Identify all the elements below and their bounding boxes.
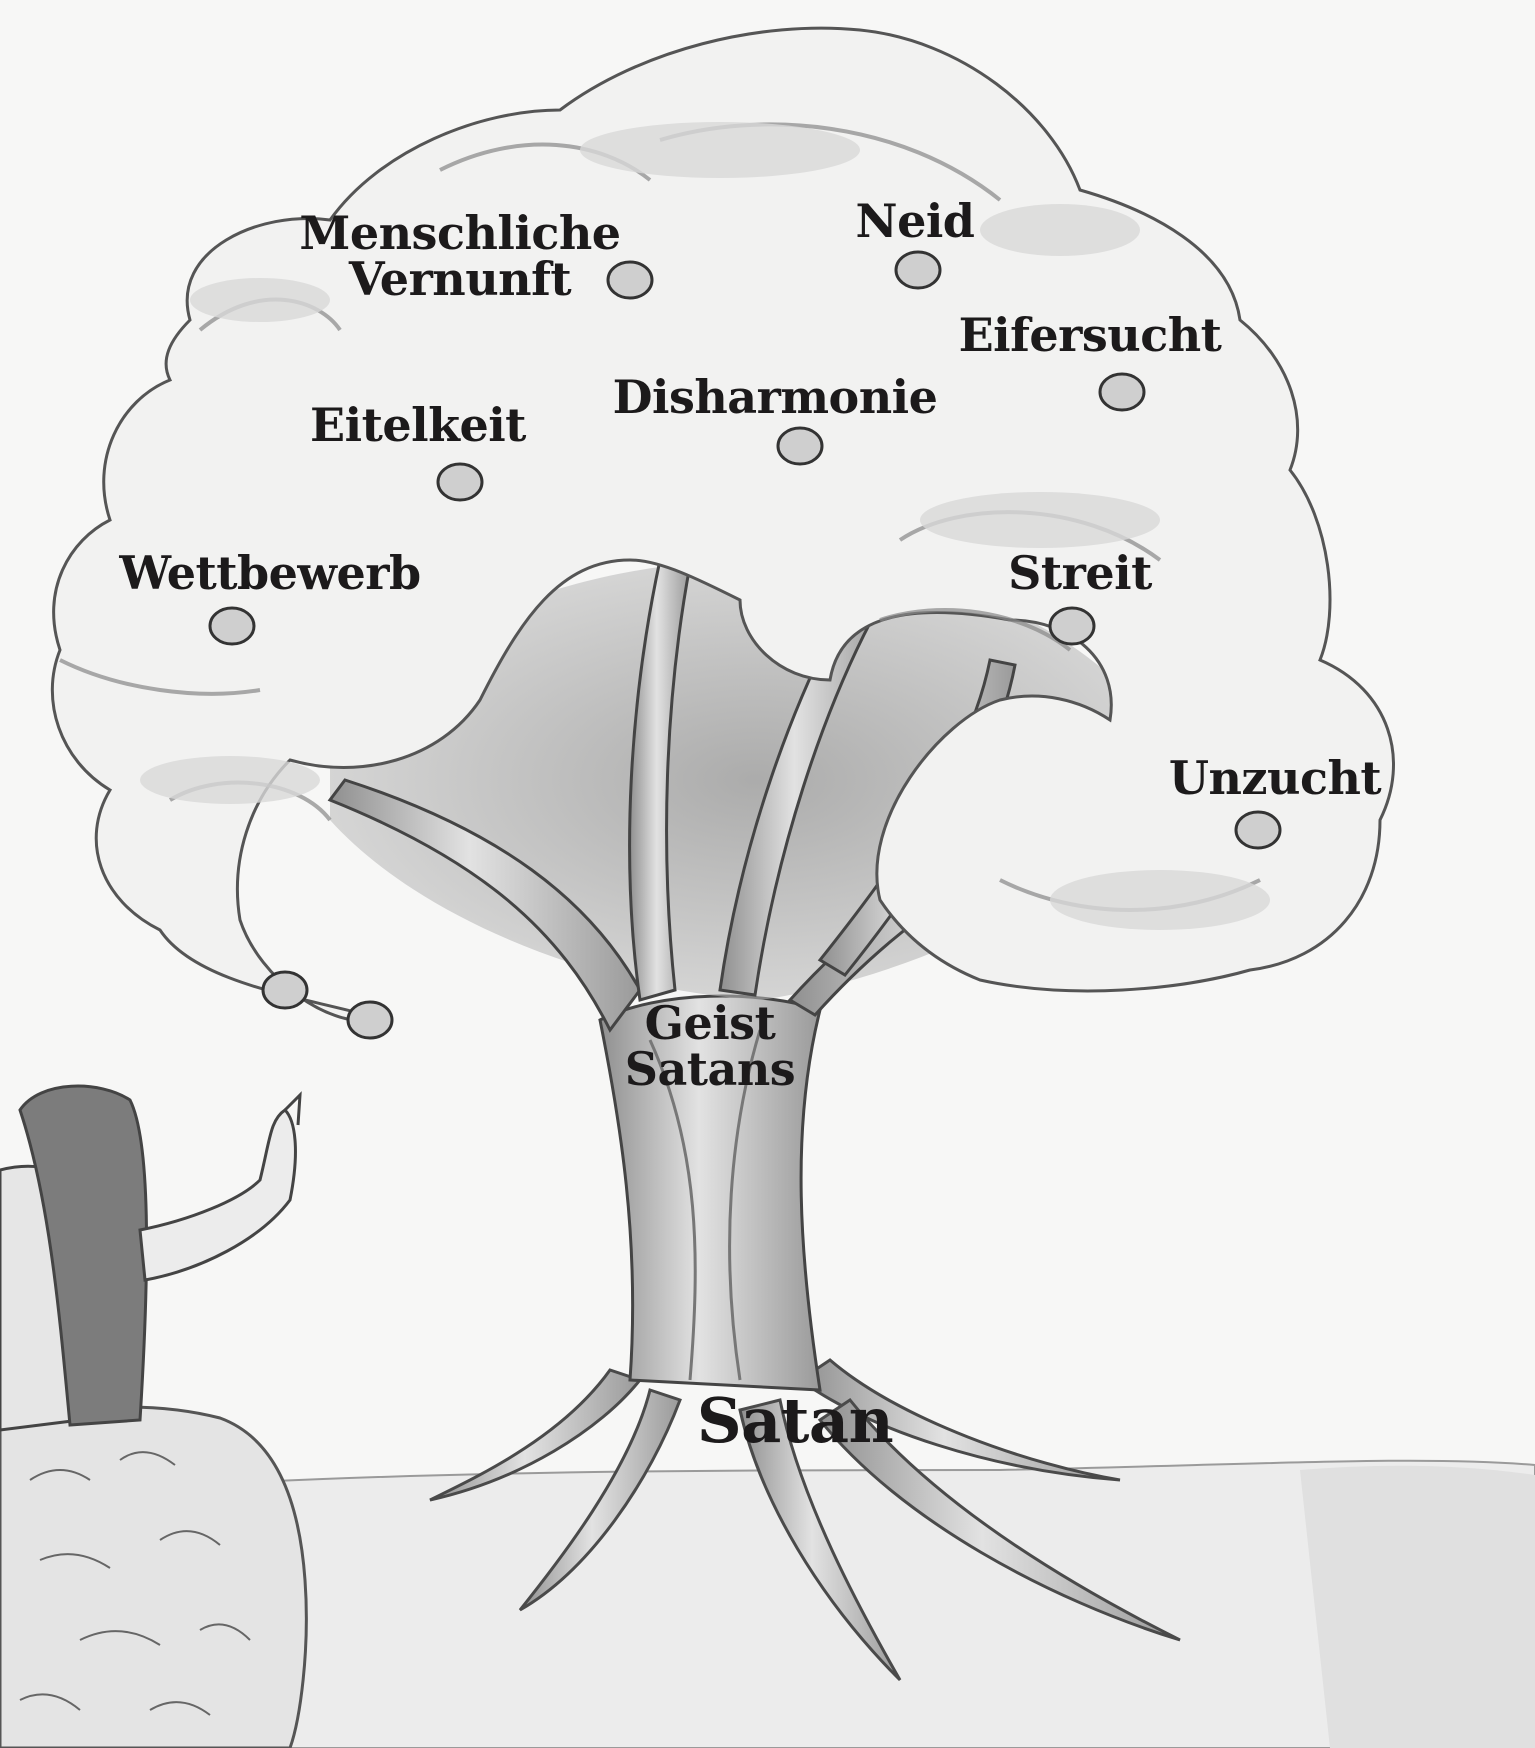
label-geist: Geist [610, 1000, 810, 1046]
label-menschliche-vernunft: Menschliche Vernunft [290, 210, 630, 302]
label-satan: Satan [680, 1390, 910, 1452]
label-geist-satans: Geist Satans [610, 1000, 810, 1092]
seated-figure [0, 1086, 300, 1430]
label-eitelkeit: Eitelkeit [298, 402, 538, 448]
label-wettbewerb: Wettbewerb [100, 550, 440, 596]
label-streit: Streit [990, 550, 1170, 596]
label-disharmonie: Disharmonie [595, 374, 955, 420]
label-satans: Satans [610, 1046, 810, 1092]
label-vernunft: Vernunft [290, 256, 630, 302]
label-neid: Neid [835, 198, 995, 244]
label-menschliche: Menschliche [290, 210, 630, 256]
label-unzucht: Unzucht [1150, 755, 1400, 801]
rock-mound [0, 1407, 306, 1748]
label-eifersucht: Eifersucht [945, 312, 1235, 358]
